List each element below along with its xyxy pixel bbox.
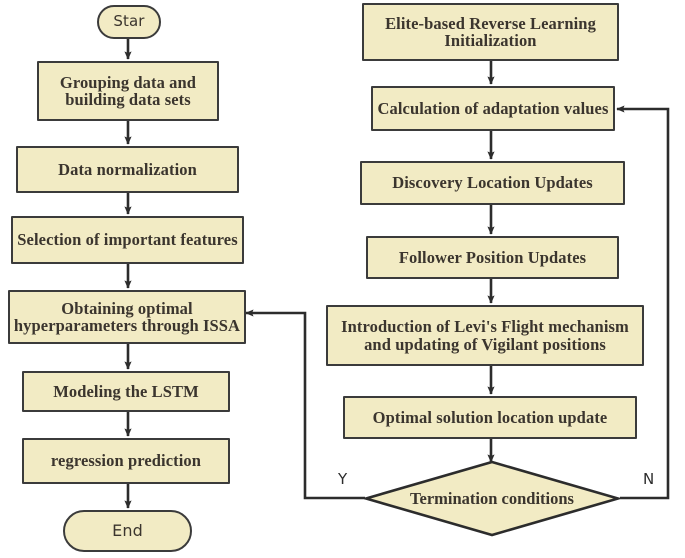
step-data-normalization[interactable]: Data normalization xyxy=(16,146,239,193)
step-grouping-data-label: Grouping data and building data sets xyxy=(59,72,197,109)
step-calculation-adaptation-values[interactable]: Calculation of adaptation values xyxy=(371,86,615,131)
diamond-shape xyxy=(364,460,620,537)
step-elite-reverse-learning-init[interactable]: Elite-based Reverse Learning Initializat… xyxy=(362,3,619,61)
step-data-normalization-label: Data normalization xyxy=(58,159,197,179)
end-node-label: End xyxy=(112,520,143,540)
step-grouping-data[interactable]: Grouping data and building data sets xyxy=(37,61,219,121)
step-modeling-lstm[interactable]: Modeling the LSTM xyxy=(22,371,230,412)
step-discovery-location-updates[interactable]: Discovery Location Updates xyxy=(360,161,625,205)
step-obtaining-hyperparameters-label: Obtaining optimal hyperparameters throug… xyxy=(13,298,241,335)
decision-termination-conditions[interactable]: Termination conditions xyxy=(364,460,620,537)
step-follower-position-updates-label: Follower Position Updates xyxy=(398,247,587,267)
step-elite-reverse-learning-init-label: Elite-based Reverse Learning Initializat… xyxy=(385,13,596,50)
step-feature-selection[interactable]: Selection of important features xyxy=(11,216,244,264)
step-modeling-lstm-label: Modeling the LSTM xyxy=(53,381,199,401)
step-discovery-location-updates-label: Discovery Location Updates xyxy=(392,173,593,193)
step-follower-position-updates[interactable]: Follower Position Updates xyxy=(366,236,619,279)
start-node[interactable]: Star xyxy=(97,5,161,39)
step-levi-flight-vigilant-label: Introduction of Levi's Flight mechanism … xyxy=(341,317,629,354)
step-regression-prediction[interactable]: regression prediction xyxy=(22,438,230,484)
step-regression-prediction-label: regression prediction xyxy=(50,451,202,471)
step-obtaining-hyperparameters[interactable]: Obtaining optimal hyperparameters throug… xyxy=(8,290,246,344)
step-optimal-solution-location-update-label: Optimal solution location update xyxy=(372,407,608,427)
step-levi-flight-vigilant[interactable]: Introduction of Levi's Flight mechanism … xyxy=(326,305,644,366)
step-optimal-solution-location-update[interactable]: Optimal solution location update xyxy=(343,396,637,439)
step-calculation-adaptation-values-label: Calculation of adaptation values xyxy=(377,98,609,118)
branch-label-yes: Y xyxy=(338,470,348,488)
decision-termination-conditions-label: Termination conditions xyxy=(410,488,574,508)
start-node-label: Star xyxy=(113,12,145,31)
step-feature-selection-label: Selection of important features xyxy=(17,230,238,250)
end-node[interactable]: End xyxy=(63,510,192,552)
branch-label-no: N xyxy=(643,470,655,488)
